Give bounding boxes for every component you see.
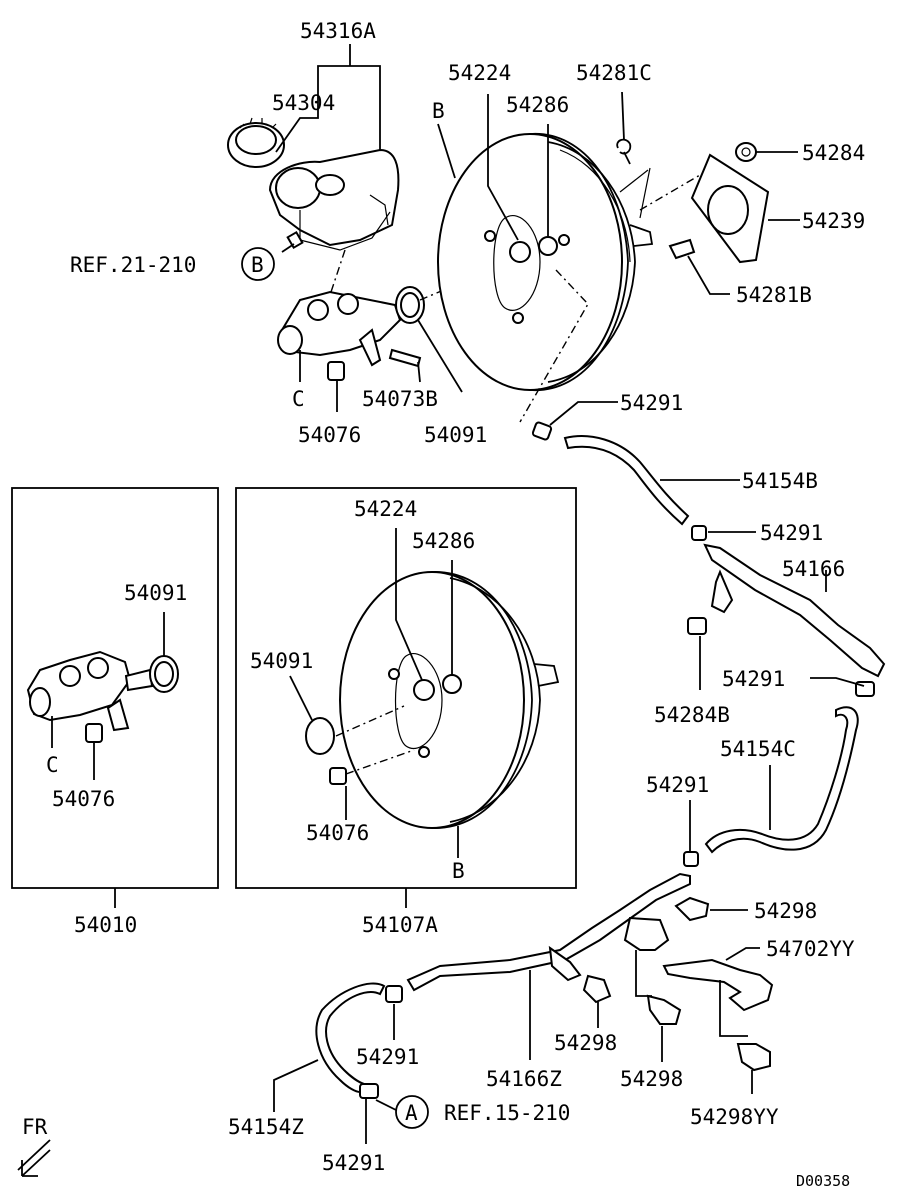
stud-54281B (668, 238, 730, 295)
label-circle-B: B (251, 253, 264, 277)
label-circle-A: A (405, 1101, 418, 1125)
label-box1-caption: 54010 (74, 913, 137, 937)
label-box2-54286: 54286 (412, 529, 475, 553)
label-54284: 54284 (802, 141, 865, 165)
label-54291-b: 54291 (760, 521, 823, 545)
label-box2-54091: 54091 (250, 649, 313, 673)
front-direction-arrow (17, 1139, 51, 1177)
label-54298-a: 54298 (754, 899, 817, 923)
label-54091-top: 54091 (424, 423, 487, 447)
label-box2-54224: 54224 (354, 497, 417, 521)
label-54291-d: 54291 (646, 773, 709, 797)
label-54291-e: 54291 (356, 1045, 419, 1069)
brake-booster-top (437, 94, 654, 423)
label-54166Z: 54166Z (486, 1067, 562, 1091)
label-box1-C: C (46, 753, 59, 777)
label-box2-caption: 54107A (362, 913, 438, 937)
label-54076-top: 54076 (298, 423, 361, 447)
hose-54154B (531, 401, 756, 541)
bolts-54298 (582, 896, 748, 1062)
label-54291-c: 54291 (722, 667, 785, 691)
label-54291-f: 54291 (322, 1151, 385, 1175)
pipe-54166Z (385, 872, 691, 1060)
label-C-top: C (292, 387, 305, 411)
ref-circle-B (241, 247, 275, 281)
gasket-54239 (639, 153, 800, 264)
label-54281B: 54281B (736, 283, 812, 307)
label-box1-54091: 54091 (124, 581, 187, 605)
label-B-top: B (432, 99, 445, 123)
bracket-54702YY (662, 947, 774, 1094)
label-54154B: 54154B (742, 469, 818, 493)
label-FR: FR (22, 1115, 48, 1139)
label-box1-54076: 54076 (52, 787, 115, 811)
label-54284B: 54284B (654, 703, 730, 727)
kit-box-54010 (11, 487, 219, 908)
label-54702YY: 54702YY (766, 937, 855, 961)
label-54291-a: 54291 (620, 391, 683, 415)
label-box2-54076: 54076 (306, 821, 369, 845)
master-cylinder-top (277, 261, 511, 412)
label-54298-c: 54298 (620, 1067, 683, 1091)
hose-54154Z (273, 982, 386, 1144)
label-box2-B: B (452, 859, 465, 883)
pipe-54166 (687, 543, 886, 697)
label-54298-b: 54298 (554, 1031, 617, 1055)
label-54286-top: 54286 (506, 93, 569, 117)
clip-54281C (616, 91, 651, 219)
kit-box-54107A (235, 487, 577, 908)
diagram-code: D00358 (796, 1172, 850, 1187)
label-54166: 54166 (782, 557, 845, 581)
label-54281C: 54281C (576, 61, 652, 85)
label-54316A: 54316A (300, 19, 376, 43)
reservoir-assembly (227, 44, 400, 296)
label-54239: 54239 (802, 209, 865, 233)
label-54073B: 54073B (362, 387, 438, 411)
label-54304: 54304 (272, 91, 335, 115)
nut-54284 (735, 142, 798, 162)
label-54154C: 54154C (720, 737, 796, 761)
label-54154Z: 54154Z (228, 1115, 304, 1139)
label-ref-15-210: REF.15-210 (444, 1101, 570, 1125)
hose-54154C (683, 706, 859, 867)
label-54298YY: 54298YY (690, 1105, 779, 1129)
label-54224-top: 54224 (448, 61, 511, 85)
ref-circle-A (375, 1095, 429, 1129)
label-ref-21-210: REF.21-210 (70, 253, 196, 277)
